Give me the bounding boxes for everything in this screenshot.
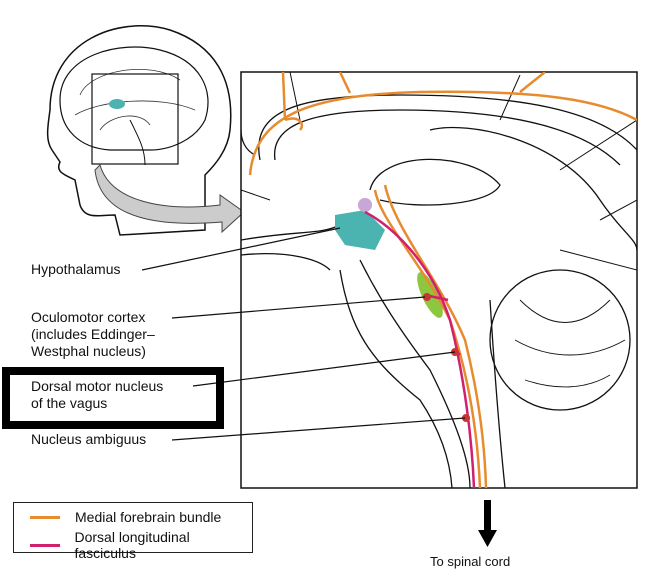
dorsal-longitudinal-fasciculus-path — [364, 210, 476, 488]
label-line: Oculomotor cortex — [31, 309, 146, 325]
label-line: Westphal nucleus) — [31, 343, 146, 359]
label-spinal-cord: To spinal cord — [430, 554, 511, 569]
hypothalamus-region — [335, 210, 385, 250]
legend-label: Medial forebrain bundle — [75, 509, 222, 525]
legend-label: Dorsal longitudinal fasciculus — [74, 529, 190, 561]
mini-brain — [59, 46, 209, 151]
label-line: (includes Eddinger– — [31, 326, 155, 342]
legend-item-medial-forebrain-bundle: Medial forebrain bundle — [30, 509, 221, 525]
zoom-region-box — [91, 73, 179, 165]
medial-forebrain-bundle-path — [248, 72, 637, 488]
legend-swatch — [30, 515, 60, 519]
detail-frame — [240, 71, 638, 489]
label-oculomotor: Oculomotor cortex (includes Eddinger– We… — [31, 309, 155, 360]
label-dorsal-motor-nucleus: Dorsal motor nucleus of the vagus — [31, 378, 163, 412]
leader-nucleus-ambiguus — [171, 417, 466, 441]
legend-swatch — [30, 543, 60, 547]
pineal-area — [358, 198, 372, 212]
leader-oculomotor — [171, 296, 426, 319]
cerebellum — [489, 269, 631, 411]
legend: Medial forebrain bundle Dorsal longitudi… — [13, 502, 253, 561]
highlight-box — [2, 367, 224, 429]
label-hypothalamus: Hypothalamus — [31, 261, 121, 277]
label-line: Dorsal motor nucleus — [31, 378, 164, 394]
leader-hypothalamus — [141, 227, 341, 271]
leader-dorsal-motor — [192, 351, 456, 387]
legend-item-dorsal-longitudinal-fasciculus: Dorsal longitudinal fasciculus — [30, 529, 252, 561]
label-line: of the vagus — [31, 395, 108, 411]
zoom-arrow — [94, 164, 245, 234]
down-arrow-icon — [478, 500, 497, 547]
label-nucleus-ambiguus: Nucleus ambiguus — [31, 431, 147, 447]
